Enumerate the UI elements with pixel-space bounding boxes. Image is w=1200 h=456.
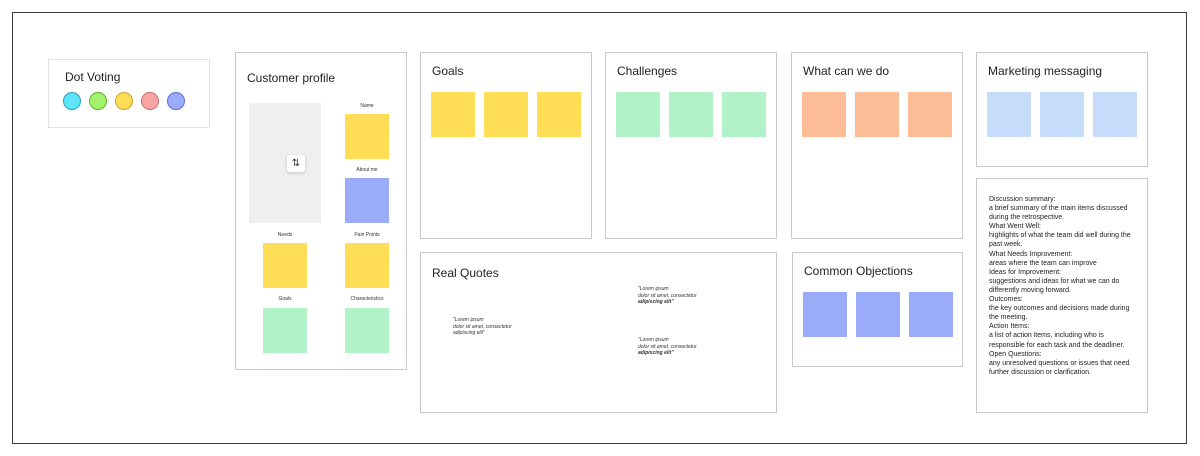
marketing-sticky-note-3[interactable] — [1093, 92, 1137, 137]
summary-line: differently moving forward. — [989, 286, 1071, 294]
characteristics-label: Characteristics — [350, 296, 384, 302]
swap-image-icon[interactable]: ⇅ — [287, 155, 305, 172]
objections-sticky-note-3[interactable] — [909, 292, 953, 337]
quote-text[interactable]: "Lorem ipsum dolor sit amet, consectetur… — [638, 286, 718, 306]
marketing-sticky-note-1[interactable] — [987, 92, 1031, 137]
summary-line: Ideas for Improvement: — [989, 268, 1061, 276]
customer-profile-frame[interactable]: Customer profile ⇅ Name About me Needs P… — [235, 52, 407, 370]
challenges-sticky-note-2[interactable] — [669, 92, 713, 137]
objections-sticky-note-2[interactable] — [856, 292, 900, 337]
summary-line: during the retrospective. — [989, 214, 1065, 222]
goals-title: Goals — [432, 64, 464, 78]
about-me-label: About me — [356, 167, 378, 173]
voting-dot-yellow[interactable] — [115, 92, 133, 110]
voting-dot-pink[interactable] — [141, 92, 159, 110]
challenges-title: Challenges — [617, 64, 678, 78]
quote-text[interactable]: "Lorem ipsum dolor sit amet, consectetur… — [453, 317, 533, 337]
real-quotes-frame[interactable]: Real Quotes "Lorem ipsum dolor sit amet,… — [420, 252, 777, 413]
what-can-we-do-title: What can we do — [803, 64, 890, 78]
pain-points-sticky-note[interactable] — [345, 243, 389, 288]
quote-line: "Lorem ipsum — [638, 337, 669, 343]
marketing-sticky-note-2[interactable] — [1040, 92, 1084, 137]
quote-line: adipiscing elit" — [453, 330, 485, 336]
challenges-sticky-note-3[interactable] — [722, 92, 766, 137]
real-quotes-title: Real Quotes — [432, 266, 499, 280]
summary-line: the meeting. — [989, 314, 1028, 322]
summary-line: What Needs Improvement: — [989, 250, 1073, 258]
characteristics-sticky-note[interactable] — [345, 308, 389, 353]
common-objections-title: Common Objections — [804, 264, 913, 278]
quote-line: dolor sit amet, consectetur — [638, 343, 697, 350]
summary-line: Open Questions: — [989, 350, 1042, 358]
what-can-we-do-sticky-note-1[interactable] — [802, 92, 846, 137]
goals-sticky-note[interactable] — [263, 308, 307, 353]
dot-voting-frame[interactable]: Dot Voting — [48, 59, 210, 128]
goals-sticky-note-3[interactable] — [537, 92, 581, 137]
summary-line: past week. — [989, 241, 1023, 249]
quote-line: dolor sit amet, consectetur — [638, 292, 697, 299]
what-can-we-do-frame[interactable]: What can we do — [791, 52, 963, 239]
summary-line: Outcomes: — [989, 296, 1023, 304]
summary-line: Action Items: — [989, 323, 1030, 331]
marketing-messaging-frame[interactable]: Marketing messaging — [976, 52, 1148, 167]
voting-dot-green[interactable] — [89, 92, 107, 110]
dot-voting-title: Dot Voting — [65, 70, 121, 84]
summary-line: suggestions and ideas for what we can do — [989, 277, 1120, 285]
objections-sticky-note-1[interactable] — [803, 292, 847, 337]
quote-line: adipiscing elit" — [638, 299, 674, 305]
goals-frame[interactable]: Goals — [420, 52, 592, 239]
summary-line: Discussion summary: — [989, 196, 1056, 203]
summary-line: highlights of what the team did well dur… — [989, 232, 1131, 240]
voting-dot-cyan[interactable] — [63, 92, 81, 110]
what-can-we-do-sticky-note-2[interactable] — [855, 92, 899, 137]
quote-line: dolor sit amet, consectetur — [453, 323, 512, 330]
needs-sticky-note[interactable] — [263, 243, 307, 288]
goals-sticky-note-1[interactable] — [431, 92, 475, 137]
summary-line: any unresolved questions or issues that … — [989, 359, 1130, 367]
common-objections-frame[interactable]: Common Objections — [792, 252, 963, 367]
summary-line: further discussion or clarification. — [989, 368, 1091, 376]
summary-line: responsible for each task and the deadli… — [989, 341, 1125, 349]
marketing-messaging-title: Marketing messaging — [988, 64, 1103, 78]
summary-line: areas where the team can improve — [989, 259, 1097, 267]
pain-points-label: Pain Points — [354, 232, 380, 238]
discussion-summary-text[interactable]: Discussion summary: a brief summary of t… — [989, 195, 1139, 377]
goals-label: Goals — [278, 296, 292, 302]
challenges-sticky-note-1[interactable] — [616, 92, 660, 137]
discussion-summary-frame[interactable]: Discussion summary: a brief summary of t… — [976, 178, 1148, 413]
summary-line: a brief summary of the main items discus… — [989, 205, 1128, 213]
summary-line: a list of action items, including who is — [989, 332, 1104, 340]
quote-text[interactable]: "Lorem ipsum dolor sit amet, consectetur… — [638, 337, 718, 357]
challenges-frame[interactable]: Challenges — [605, 52, 777, 239]
about-me-sticky-note[interactable] — [345, 178, 389, 223]
name-sticky-note[interactable] — [345, 114, 389, 159]
summary-line: What Went Well: — [989, 223, 1041, 231]
voting-dot-blue[interactable] — [167, 92, 185, 110]
needs-label: Needs — [277, 232, 293, 238]
customer-profile-title: Customer profile — [247, 71, 336, 85]
summary-line: the key outcomes and decisions made duri… — [989, 305, 1130, 313]
quote-line: adipiscing elit" — [638, 350, 674, 356]
quote-line: "Lorem ipsum — [453, 317, 484, 323]
name-label: Name — [360, 103, 374, 109]
quote-line: "Lorem ipsum — [638, 286, 669, 292]
profile-photo-placeholder[interactable]: ⇅ — [249, 103, 321, 223]
goals-sticky-note-2[interactable] — [484, 92, 528, 137]
what-can-we-do-sticky-note-3[interactable] — [908, 92, 952, 137]
